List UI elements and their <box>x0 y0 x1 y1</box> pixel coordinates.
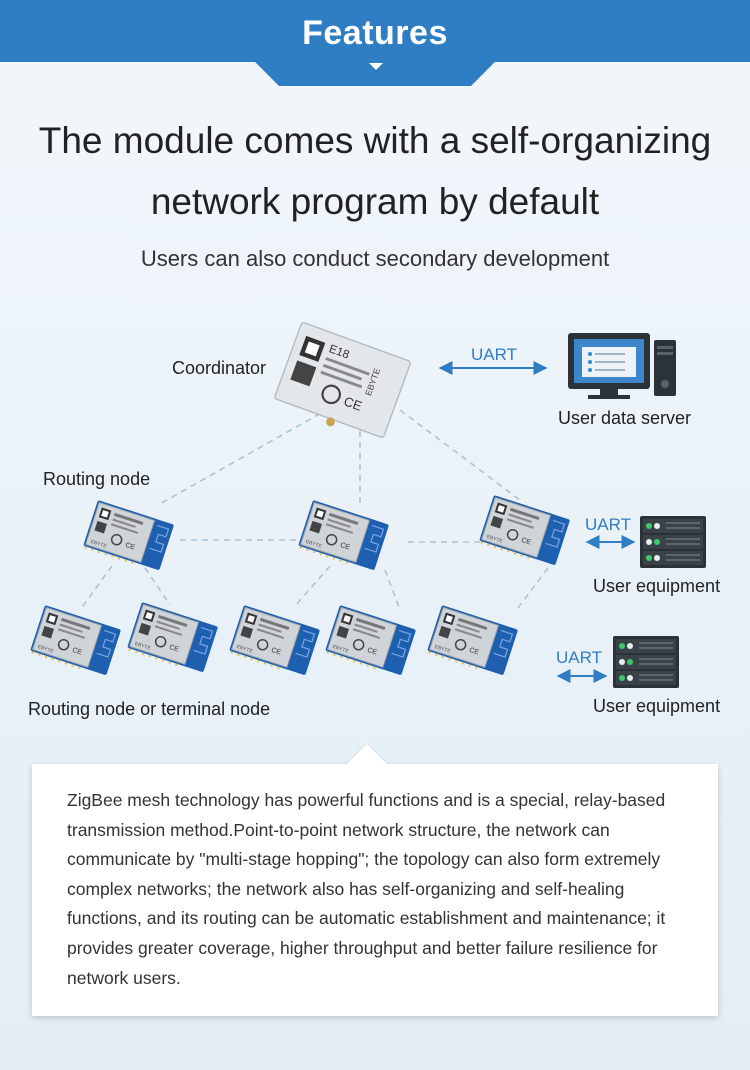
terminal-module-4 <box>323 604 417 679</box>
terminal-module-3 <box>227 604 321 679</box>
network-diagram: CE EBYTE <box>28 322 706 688</box>
routing-module-right <box>477 494 571 569</box>
link-coordinator-router-right <box>399 409 521 501</box>
server-rack-icon <box>640 516 706 568</box>
link-router-right-node5 <box>514 567 549 613</box>
network-links <box>79 407 549 613</box>
server-rack-icon <box>613 636 679 688</box>
link-router-left-node1 <box>79 565 113 611</box>
routing-node-label: Routing node <box>43 469 151 489</box>
routing-module-left <box>81 499 175 574</box>
routing-module-center <box>296 499 390 574</box>
terminal-module-2 <box>125 601 219 676</box>
main-title: The module comes with a self-organizing … <box>0 110 750 232</box>
svg-text:E18: E18 <box>327 342 351 361</box>
main-title-line-2: network program by default <box>150 181 600 222</box>
uart-label-equipment-2: UART <box>556 648 602 667</box>
link-router-left-node2 <box>144 567 171 606</box>
uart-label-server: UART <box>471 345 517 364</box>
subtitle: Users can also conduct secondary develop… <box>140 246 610 271</box>
link-router-center-node3 <box>294 565 331 607</box>
terminal-module-5 <box>425 604 519 679</box>
routing-or-terminal-node-label: Routing node or terminal node <box>28 699 271 719</box>
user-equipment-label-2: User equipment <box>593 696 721 716</box>
uart-label-equipment-1: UART <box>585 515 631 534</box>
user-equipment-label-1: User equipment <box>593 576 721 596</box>
link-coordinator-router-left <box>157 407 331 506</box>
coordinator-label: Coordinator <box>172 358 267 378</box>
server-computer-icon <box>568 333 676 399</box>
description-card: ZigBee mesh technology has powerful func… <box>32 764 718 1016</box>
user-data-server-label: User data server <box>558 408 692 428</box>
main-title-line-1: The module comes with a self-organizing <box>38 120 712 161</box>
header-tab <box>255 0 495 86</box>
svg-text:CE: CE <box>342 393 364 413</box>
description-card-notch <box>345 744 389 766</box>
terminal-module-1 <box>28 604 122 679</box>
caret-down-icon <box>369 63 383 70</box>
section-title: Features <box>302 14 448 52</box>
link-router-center-node4 <box>384 569 401 611</box>
description-text: ZigBee mesh technology has powerful func… <box>67 790 666 988</box>
coordinator-module: E18 CE EBYTE <box>274 322 411 438</box>
